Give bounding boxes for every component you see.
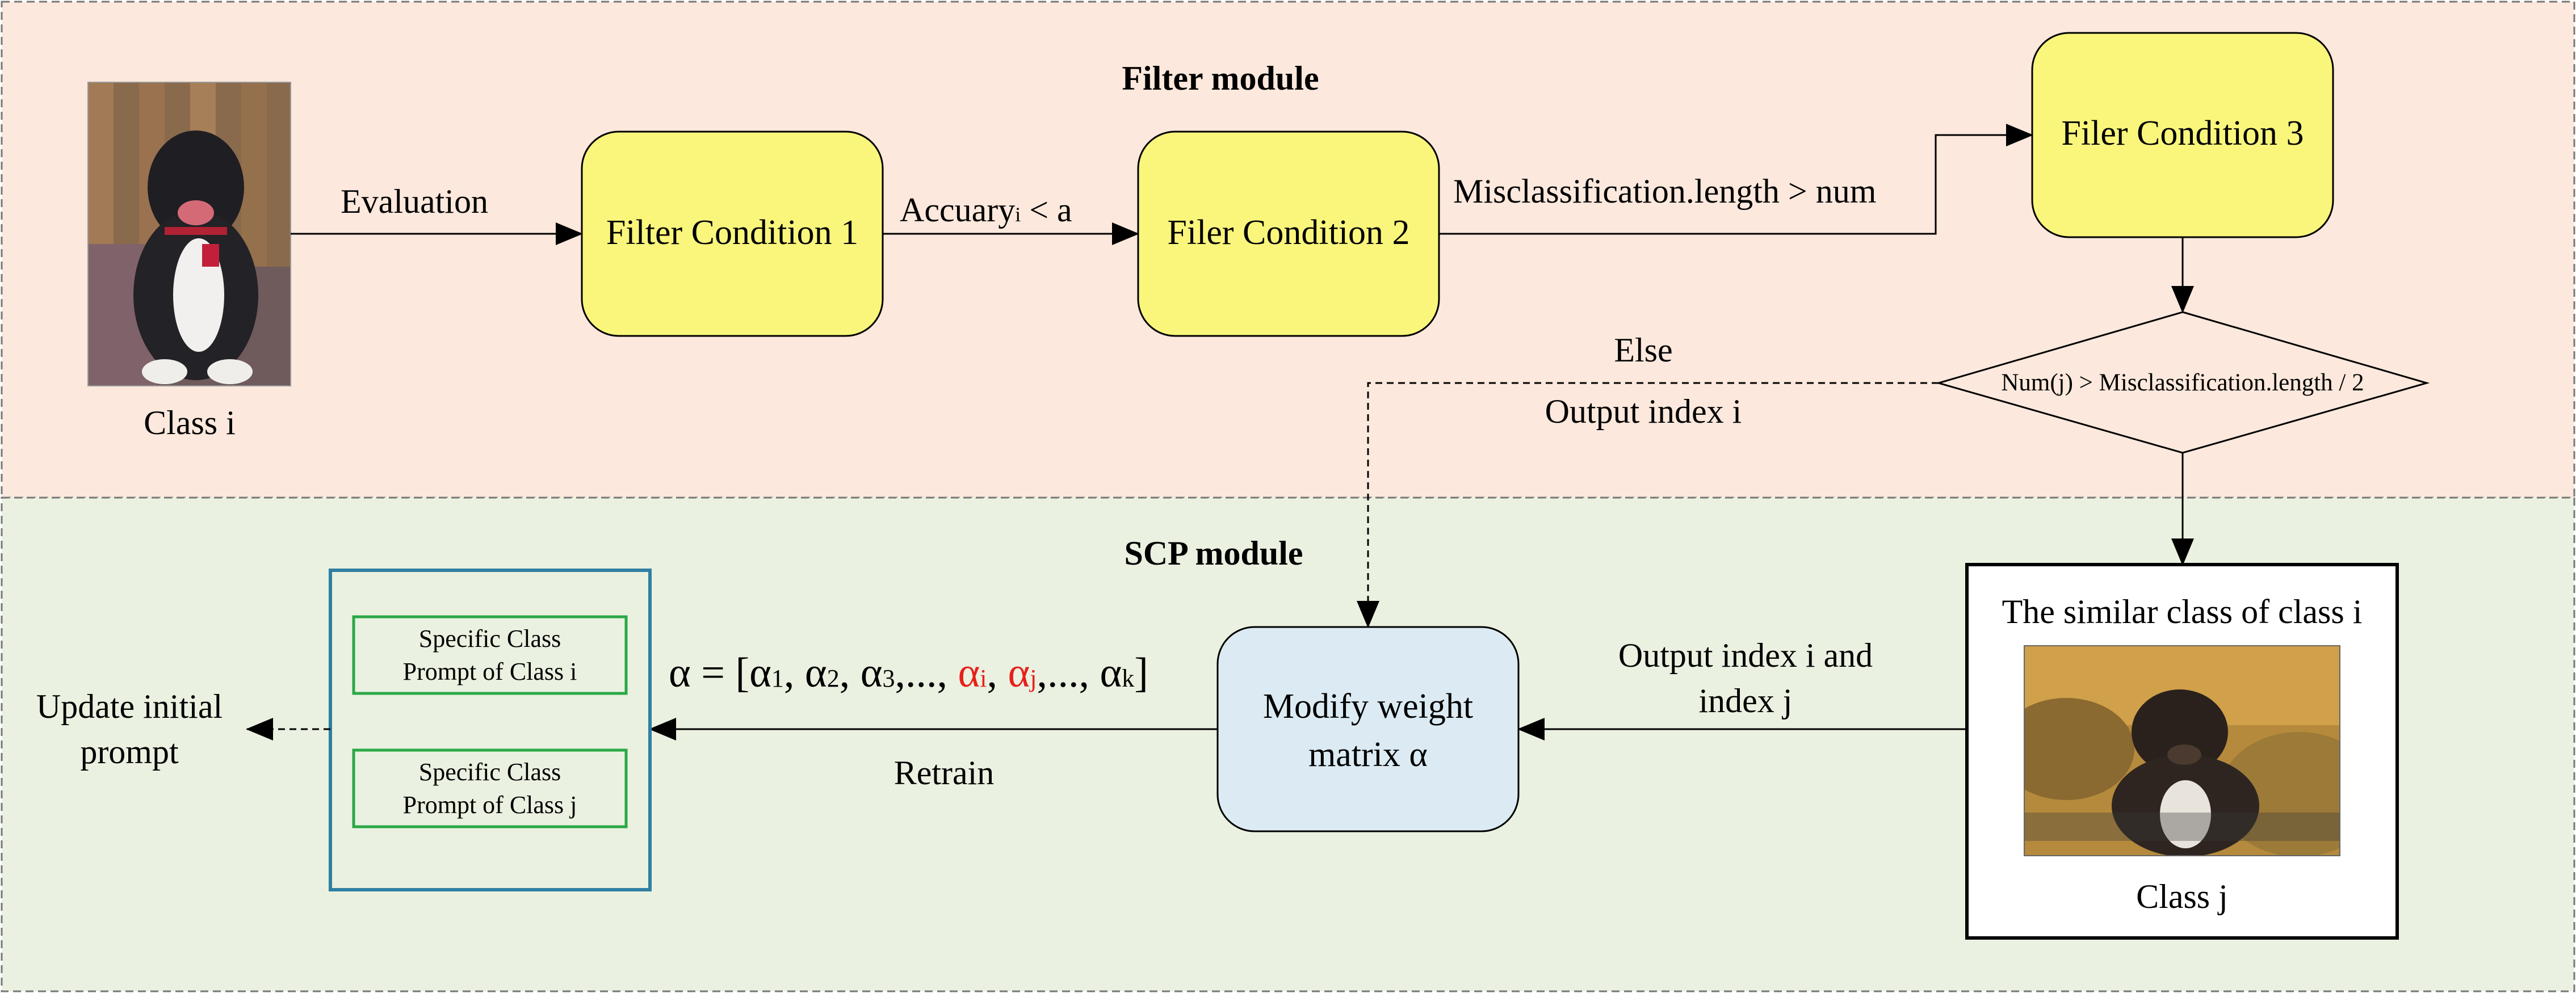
edge-misclassification-label: Misclassification.length > num <box>1453 172 1876 210</box>
filter-condition-1 <box>581 131 884 337</box>
else-label: Else <box>1614 331 1672 369</box>
prompt-class-j-box <box>352 748 628 828</box>
else-output-label: Output index i <box>1545 393 1742 430</box>
class-j-image <box>2024 646 2340 856</box>
decision-label: Num(j) > Misclassification.length / 2 <box>2001 369 2364 396</box>
output-label-line2: index j <box>1699 682 1793 719</box>
class-i-image <box>88 82 291 386</box>
similar-class-title: The similar class of class i <box>2002 593 2363 630</box>
edge-accuracy-label: Accuaryi < a <box>900 191 1072 229</box>
filter-module-title: Filter module <box>1122 60 1319 97</box>
similar-class-caption: Class j <box>2136 878 2228 915</box>
retrain-label: Retrain <box>894 754 995 792</box>
edge-condition2-to-condition3 <box>1439 124 2033 235</box>
alpha-formula: α = [α1, α2, α3,..., αi, αj,..., αk] <box>669 650 1148 696</box>
edge-evaluation-label: Evaluation <box>341 183 488 220</box>
filter-condition-1-label: Filter Condition 1 <box>606 213 858 252</box>
update-prompt-line2: prompt <box>80 733 179 771</box>
scp-module-title: SCP module <box>1124 535 1303 572</box>
output-label-line1: Output index i and <box>1618 637 1873 674</box>
prompt-class-i-line1: Specific Class <box>419 625 561 653</box>
update-prompt-line1: Update initial <box>36 688 223 725</box>
modify-weight-line1: Modify weight <box>1263 687 1473 726</box>
class-i-caption: Class i <box>144 404 236 441</box>
filter-condition-2 <box>1137 131 1440 337</box>
prompt-class-i-line2: Prompt of Class i <box>403 658 577 685</box>
class-j-image-frame <box>2024 645 2340 856</box>
prompt-class-j-line1: Specific Class <box>419 758 561 786</box>
filter-condition-3-label: Filer Condition 3 <box>2061 114 2304 153</box>
filter-condition-2-label: Filer Condition 2 <box>1167 213 1409 252</box>
modify-weight-box <box>1216 626 1520 832</box>
prompt-class-i-box <box>352 615 628 695</box>
modify-weight-line2: matrix α <box>1308 735 1428 774</box>
edge-else-to-modify <box>1357 382 1939 628</box>
prompt-class-j-line2: Prompt of Class j <box>403 791 577 819</box>
